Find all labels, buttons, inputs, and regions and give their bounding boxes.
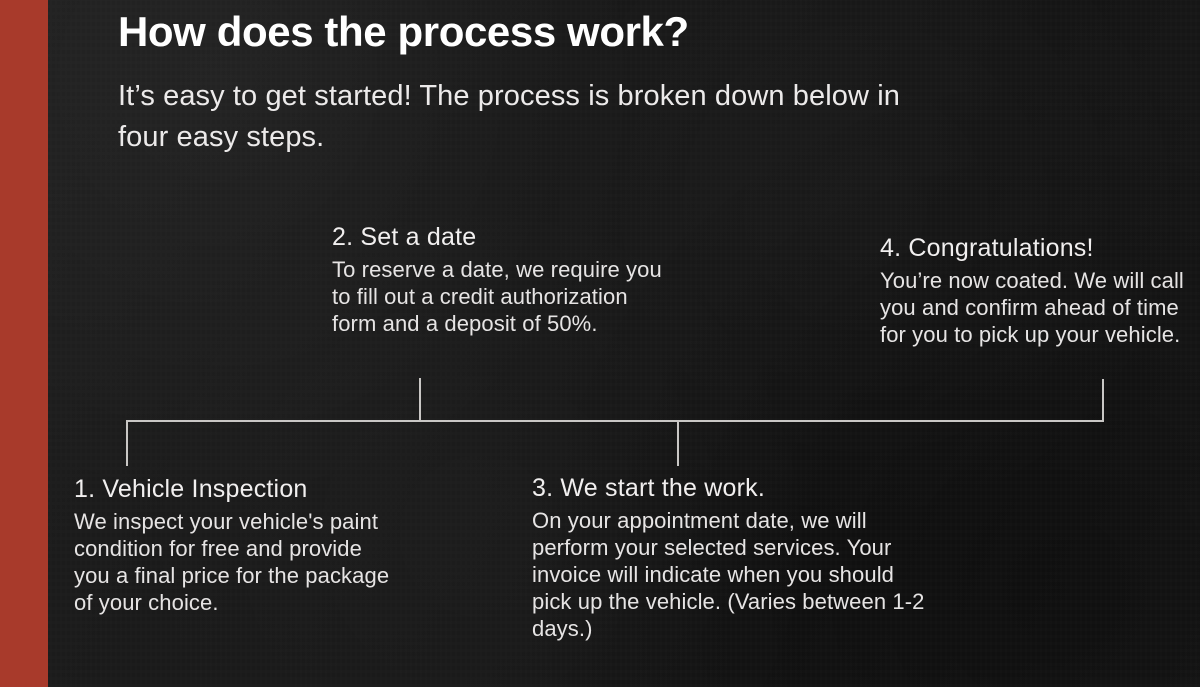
step-1-body: We inspect your vehicle's paint conditio… (74, 509, 390, 615)
process-step-3: 3. We start the work. On your appointmen… (532, 473, 932, 642)
step-4-title: 4. Congratulations! (880, 234, 1094, 262)
process-step-4: 4. Congratulations! You’re now coated. W… (880, 233, 1192, 348)
step-2-body: To reserve a date, we require you to fil… (332, 257, 662, 336)
process-step-1: 1. Vehicle Inspection We inspect your ve… (74, 474, 394, 616)
step-3-title: 3. We start the work. (532, 474, 765, 502)
page-subtitle: It’s easy to get started! The process is… (118, 80, 901, 153)
step-4-body: You’re now coated. We will call you and … (880, 268, 1184, 347)
left-accent-bar (0, 0, 48, 687)
step-2-title: 2. Set a date (332, 223, 477, 251)
page-title: How does the process work? (118, 8, 689, 55)
step-3-body: On your appointment date, we will perfor… (532, 508, 925, 641)
step-1-title: 1. Vehicle Inspection (74, 475, 308, 503)
process-step-2: 2. Set a date To reserve a date, we requ… (332, 222, 662, 337)
